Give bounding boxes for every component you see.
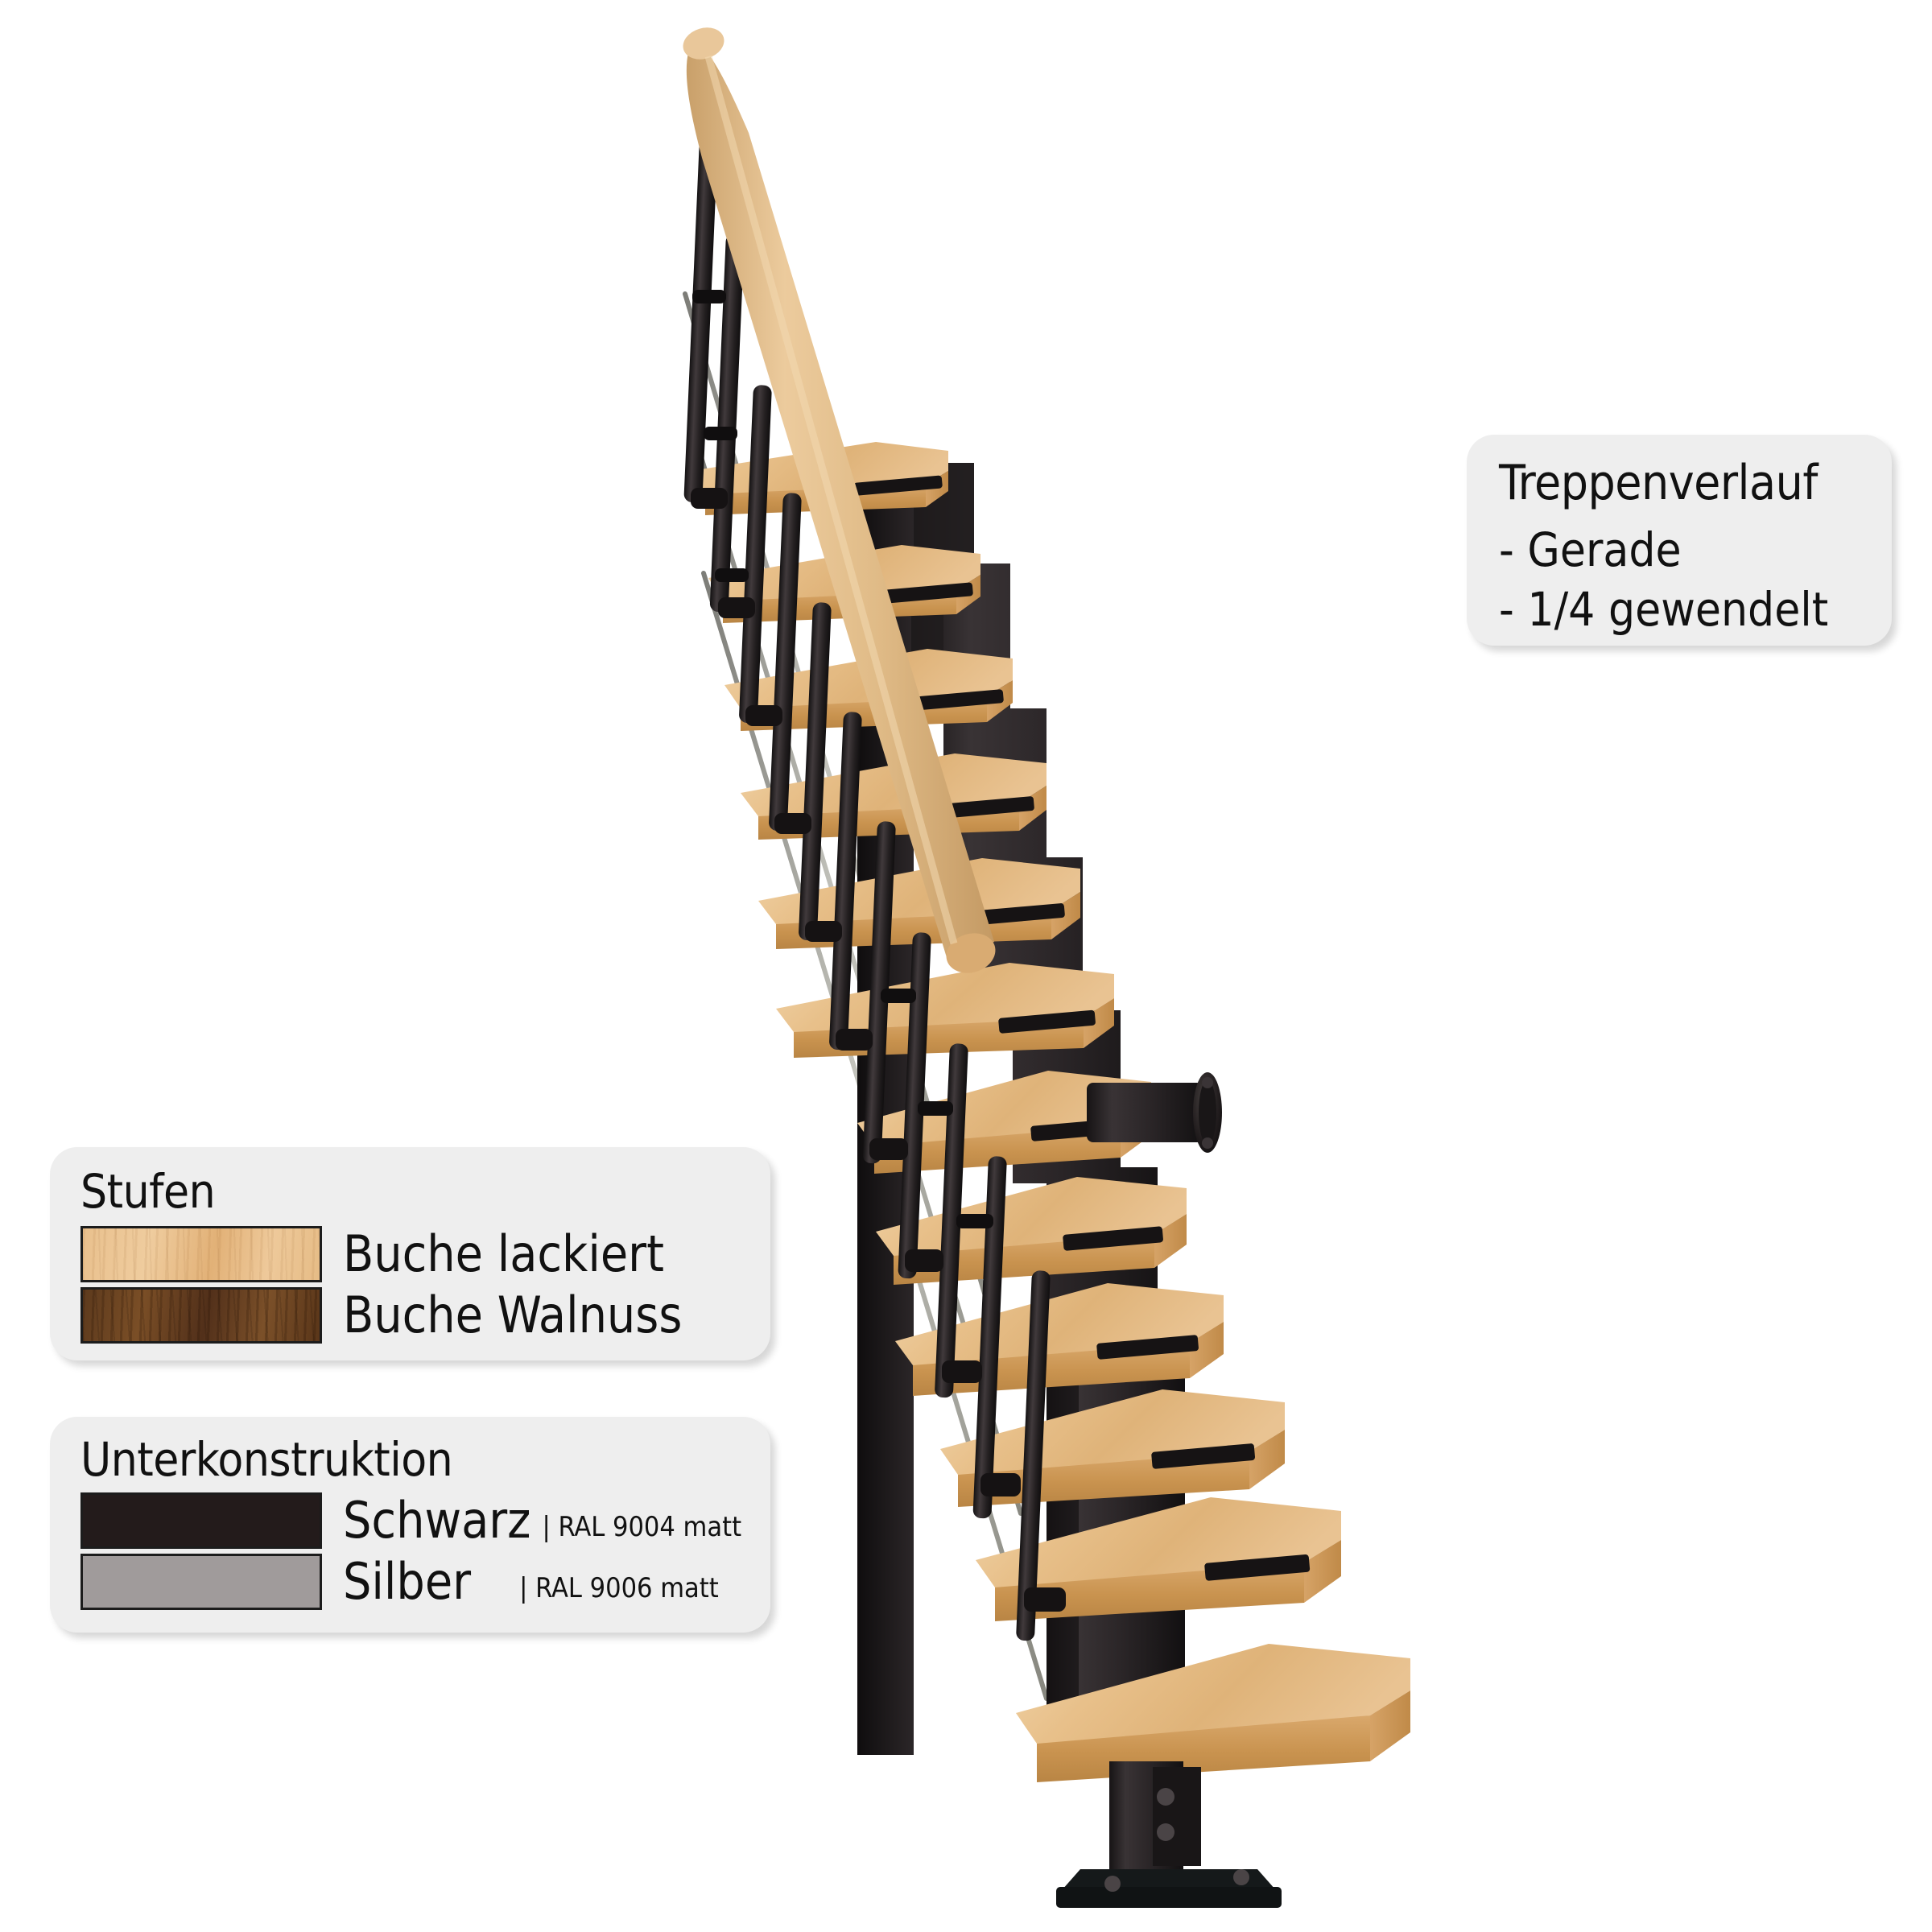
- callout-treppenverlauf-title: Treppenverlauf: [1499, 455, 1818, 511]
- unterkonstruktion-option-ral: | RAL 9004 matt: [542, 1511, 742, 1543]
- stufen-option-buche-walnuss[interactable]: Buche Walnuss: [80, 1287, 770, 1344]
- stufen-option-label: Buche lackiert: [343, 1224, 664, 1283]
- color-swatch-black: [80, 1492, 322, 1549]
- callout-treppenverlauf-option-2: - 1/4 gewendelt: [1499, 582, 1829, 638]
- callout-stufen: Stufen Buche lackiert Buche Walnuss: [50, 1147, 770, 1360]
- tread-bracket-group: [853, 475, 1311, 1581]
- unterkonstruktion-option-label: Schwarz: [343, 1491, 531, 1550]
- color-swatch-silver: [80, 1554, 322, 1610]
- unterkonstruktion-option-silber[interactable]: Silber | RAL 9006 matt: [80, 1554, 770, 1610]
- step-treads-group: [691, 442, 1410, 1782]
- callout-treppenverlauf-option-1: - Gerade: [1499, 522, 1682, 577]
- unterkonstruktion-option-label: Silber: [343, 1552, 472, 1611]
- unterkonstruktion-option-ral: | RAL 9006 matt: [519, 1572, 719, 1604]
- floor-base-plate: [1056, 1761, 1282, 1908]
- callout-unterkonstruktion-title: Unterkonstruktion: [80, 1432, 453, 1487]
- callout-unterkonstruktion: Unterkonstruktion Schwarz | RAL 9004 mat…: [50, 1417, 770, 1633]
- wall-bracket: [1087, 1072, 1222, 1153]
- wood-swatch-beech-lacquered: [80, 1226, 322, 1282]
- railing-post-group: [683, 138, 1066, 1641]
- wood-swatch-beech-walnut: [80, 1287, 322, 1344]
- unterkonstruktion-option-schwarz[interactable]: Schwarz | RAL 9004 matt: [80, 1492, 770, 1549]
- callout-stufen-title: Stufen: [80, 1164, 216, 1219]
- handrail: [683, 27, 996, 973]
- stufen-option-label: Buche Walnuss: [343, 1286, 683, 1344]
- callout-treppenverlauf: Treppenverlauf - Gerade - 1/4 gewendelt: [1467, 435, 1892, 646]
- stufen-option-buche-lackiert[interactable]: Buche lackiert: [80, 1226, 770, 1282]
